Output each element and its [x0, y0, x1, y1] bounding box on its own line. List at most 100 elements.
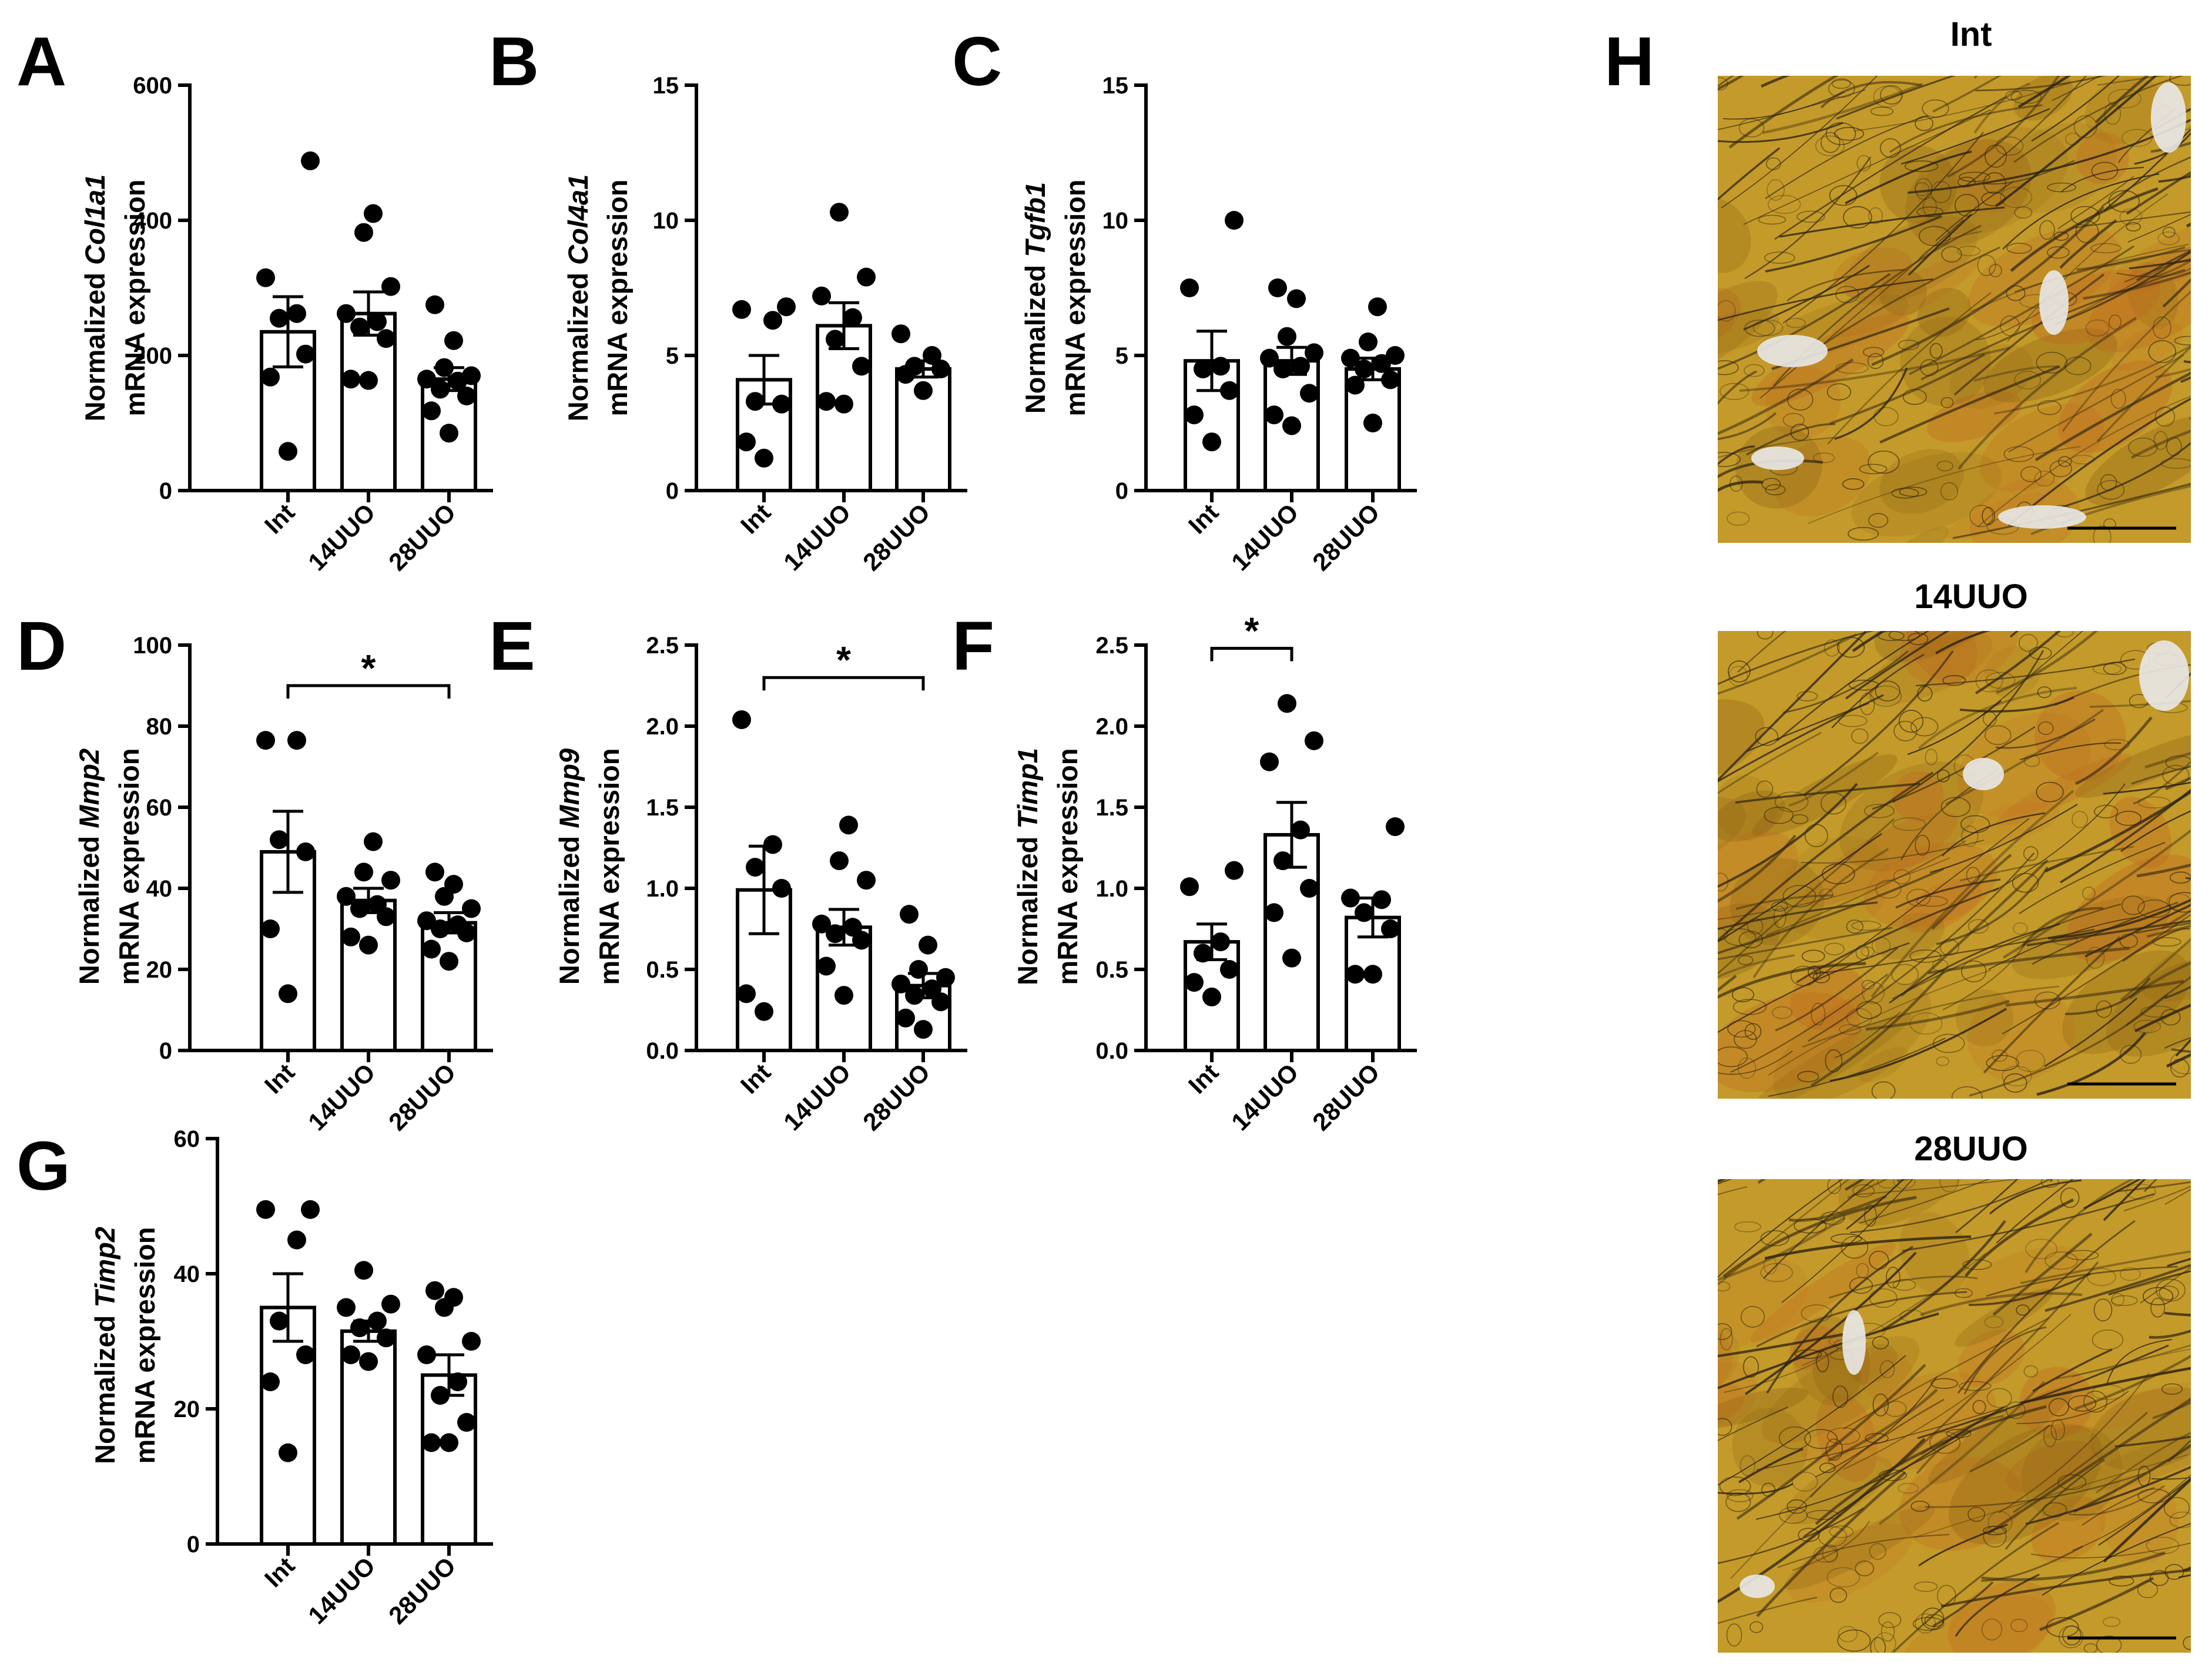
- tissue-fiber: [1992, 1233, 2093, 1316]
- tissue-cell: [1765, 484, 1786, 496]
- tissue-patch: [1787, 1523, 1913, 1603]
- tissue-cell: [1794, 1218, 1827, 1234]
- data-point: [381, 871, 400, 890]
- x-tick-label: 14UUO: [778, 498, 856, 576]
- tissue-fiber: [1909, 245, 2134, 375]
- tissue-fiber: [2116, 1181, 2191, 1193]
- tissue-cell: [1922, 99, 1949, 118]
- tissue-patch: [1718, 775, 1778, 841]
- tissue-cell: [1841, 1236, 1868, 1259]
- data-point: [852, 357, 871, 376]
- data-point: [812, 286, 831, 306]
- tissue-cell: [1940, 482, 1958, 501]
- tissue-cell: [2109, 1575, 2134, 1587]
- data-point: [270, 830, 289, 850]
- tissue-fiber: [2167, 1257, 2191, 1267]
- tissue-cell: [1718, 1281, 1731, 1292]
- data-point: [1202, 432, 1221, 452]
- tissue-cell: [1787, 388, 1814, 411]
- data-point: [834, 986, 853, 1005]
- tissue-fiber: [1983, 936, 2121, 1074]
- y-tick-label: 100: [133, 633, 172, 659]
- tissue-cell: [2157, 231, 2180, 246]
- tissue-cell: [1972, 1399, 1986, 1414]
- tissue-cell: [2096, 1635, 2122, 1653]
- tissue-patch: [1718, 699, 1765, 784]
- tissue-fiber: [2154, 108, 2191, 130]
- y-axis-label-prefix: Normalized: [1012, 829, 1043, 985]
- tissue-cell: [1920, 359, 1939, 377]
- tissue-cell: [1797, 210, 1825, 223]
- data-point: [737, 984, 756, 1003]
- data-point: [444, 1288, 463, 1307]
- tissue-fiber: [1936, 866, 2049, 945]
- tissue-cell: [2052, 935, 2078, 945]
- tissue-patch: [1863, 1371, 1996, 1470]
- tissue-cell: [2048, 1398, 2069, 1416]
- tissue-fiber: [1718, 927, 1893, 961]
- tissue-fiber: [1735, 783, 1921, 804]
- tissue-patch: [1906, 631, 1978, 683]
- tissue-fiber: [1940, 1569, 2191, 1608]
- tissue-cell: [1874, 407, 1899, 427]
- tissue-cell: [1718, 1418, 1732, 1436]
- panel-letter-f: F: [952, 607, 994, 685]
- tissue-fiber: [2164, 1037, 2191, 1049]
- data-point: [1355, 360, 1373, 378]
- tissue-cell: [2170, 1051, 2191, 1075]
- tissue-fiber: [1759, 219, 1964, 399]
- tissue-cell: [1829, 185, 1858, 206]
- tissue-cell: [1842, 478, 1865, 490]
- x-tick-label: 14UUO: [303, 498, 380, 576]
- tissue-cell: [2126, 222, 2141, 231]
- tissue-fiber: [2114, 1435, 2191, 1448]
- data-point: [417, 1345, 436, 1364]
- tissue-fiber: [1851, 1179, 2022, 1196]
- tissue-patch: [1838, 1179, 1973, 1226]
- tissue-cell: [2057, 1474, 2087, 1490]
- tissue-cell: [2165, 755, 2191, 770]
- tissue-fiber: [1963, 1326, 2047, 1395]
- tissue-cell: [1812, 971, 1830, 983]
- data-point: [440, 424, 458, 443]
- tissue-fiber: [2084, 904, 2191, 958]
- data-point: [1291, 357, 1310, 376]
- data-point: [931, 360, 950, 378]
- tissue-patch: [1917, 288, 1971, 337]
- tissue-gap: [1740, 1575, 1775, 1598]
- tissue-patch: [2141, 913, 2191, 1002]
- tissue-fiber: [1959, 845, 2134, 882]
- tissue-cell: [1718, 452, 1741, 467]
- tissue-fiber: [2058, 251, 2191, 324]
- data-point: [364, 204, 383, 223]
- tissue-cell: [2154, 407, 2176, 427]
- tissue-fiber: [2002, 914, 2191, 1035]
- tissue-fiber: [1744, 156, 1871, 280]
- data-point: [359, 935, 378, 955]
- tissue-cell: [2064, 356, 2092, 375]
- tissue-fiber: [1827, 292, 1992, 445]
- tissue-fiber: [1913, 1454, 2188, 1538]
- y-axis-label-gene: Timp2: [89, 1227, 120, 1308]
- tissue-cell: [1864, 804, 1895, 818]
- data-point: [279, 984, 297, 1003]
- tissue-cell: [2018, 634, 2038, 652]
- panel-letter-c: C: [952, 23, 1002, 100]
- tissue-fiber: [1819, 246, 2000, 348]
- chart-b-col4a1: Normalized Col4a1 mRNA expression 051015…: [562, 73, 967, 576]
- data-point: [1305, 343, 1323, 362]
- tissue-cell: [1912, 1617, 1945, 1631]
- tissue-cell: [1893, 1179, 1916, 1190]
- chart-d-mmp2: Normalized Mmp2 mRNA expression 02040608…: [73, 633, 493, 1136]
- tissue-patch: [1955, 1288, 2053, 1347]
- tissue-fiber: [1871, 790, 2074, 998]
- tissue-fiber: [2008, 354, 2184, 453]
- tissue-cell: [1898, 339, 1919, 351]
- tissue-cell: [1862, 347, 1885, 358]
- data-point: [359, 371, 378, 390]
- data-point: [364, 832, 383, 851]
- tissue-fiber: [1834, 1011, 1901, 1058]
- data-point: [1346, 375, 1365, 395]
- tissue-fiber: [1852, 631, 1886, 652]
- tissue-cell: [1816, 1351, 1829, 1372]
